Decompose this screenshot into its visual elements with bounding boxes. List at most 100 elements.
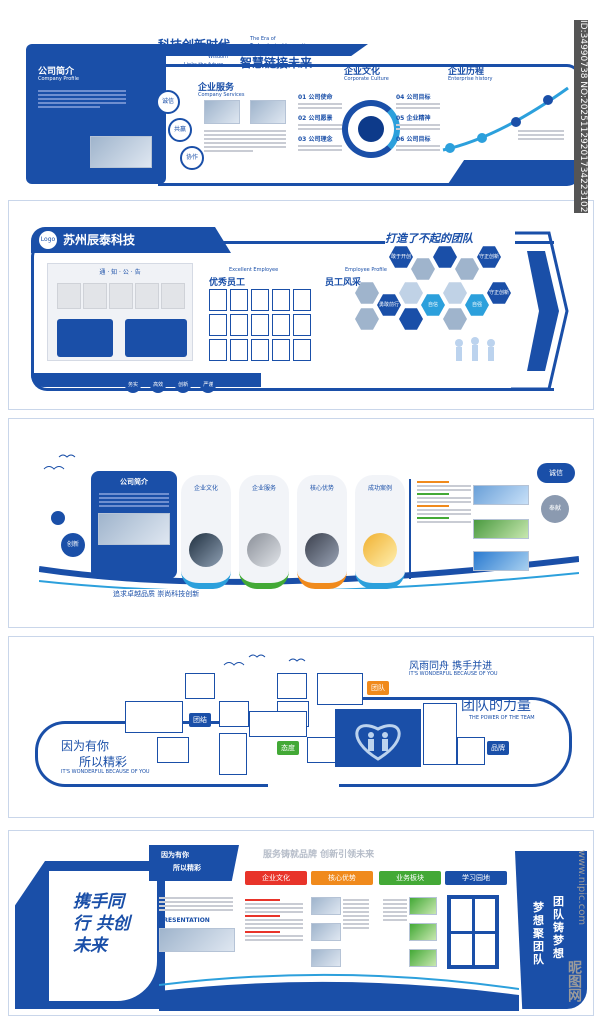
- column-photo: [409, 923, 437, 941]
- notice-slot: [83, 283, 107, 309]
- section-title: 企业文化: [193, 485, 218, 492]
- value-badge: 高效: [150, 377, 167, 393]
- photo-frame: [157, 737, 189, 763]
- label-attitude: 态度: [277, 741, 299, 755]
- right-blue-block: [515, 851, 587, 1009]
- notice-slot: [161, 283, 185, 309]
- notice-title: 通 · 知 · 公 · 告: [99, 269, 141, 276]
- style-en: Employee Profile: [345, 267, 387, 273]
- profile-title: 公司简介: [38, 67, 75, 77]
- heart-family-icon: [355, 724, 401, 761]
- column-photo: [311, 923, 341, 941]
- hex-photo: [433, 246, 457, 268]
- birds-icon: [223, 654, 306, 666]
- section-card-advantage: 核心优势: [297, 475, 347, 589]
- step-6: 06 公司目标: [396, 136, 431, 143]
- photo-frame: [219, 701, 249, 727]
- badge-xiezuo: 协作: [180, 146, 204, 170]
- hex-label: 自信: [421, 294, 445, 316]
- heart-panel: [335, 709, 421, 767]
- top-left-2: 所以精彩: [173, 864, 201, 872]
- wall-panel-3: 创新 公司简介 企业文化 企业服务 核心优势 成功案例 诚信 奉献 追求卓越品质…: [8, 418, 594, 628]
- services-photo-2: [250, 100, 286, 124]
- hex-photo: [355, 308, 379, 330]
- photo-frame: [307, 737, 337, 763]
- people-silhouette: [455, 337, 495, 361]
- right-slogan-1: 风雨同舟 携手并进: [409, 661, 493, 672]
- right-arc-frame: [339, 697, 572, 787]
- right-slogan-2: 团队铸梦想: [553, 895, 564, 960]
- hex-label: 守正创新: [477, 246, 501, 268]
- section-photo: [189, 533, 223, 567]
- badge-gongying: 共赢: [168, 118, 192, 142]
- profile-text: [38, 88, 126, 110]
- photo-frame: [457, 737, 485, 765]
- notice-grid-left: [57, 319, 113, 357]
- top-left-1: 因为有你: [161, 851, 189, 859]
- slogan-main: 科技创新时代: [158, 38, 231, 52]
- right-slogan-1-en: IT'S WONDERFUL BECAUSE OF YOU: [409, 671, 498, 677]
- section-card-service: 企业服务: [239, 475, 289, 589]
- steps-left: 01 公司使命 02 公司愿景 03 公司理念: [298, 92, 342, 153]
- tab-advantage: 核心优势: [311, 871, 373, 885]
- notice-grid-right: [125, 319, 187, 357]
- history-title: 企业历程: [448, 67, 485, 77]
- left-white-card: [49, 871, 157, 1001]
- step-5: 05 企业精神: [396, 115, 431, 122]
- blue-dot: [51, 511, 65, 525]
- right-slogan-1: 梦想聚团队: [533, 901, 544, 966]
- frame-arrow: [511, 231, 569, 391]
- section-title: 成功案例: [367, 485, 392, 492]
- badge-chengxin: 诚信: [156, 90, 180, 114]
- label-unity: 团结: [189, 713, 211, 727]
- company-name: 苏州辰泰科技: [63, 233, 136, 247]
- slogan-sub-en-1: Wisdom: [208, 54, 228, 60]
- services-en: Company Services: [198, 92, 245, 98]
- side-id-watermark: ID:34990738 NO:20251129201734223102: [574, 20, 588, 213]
- right-slogan-2: 团队的力量: [461, 698, 531, 714]
- wall-panel-4: 因为有你 所以精彩 IT'S WONDERFUL BECAUSE OF YOU …: [8, 636, 594, 818]
- label-brand: 品牌: [487, 741, 509, 755]
- birds-icon: [43, 454, 76, 470]
- culture-column: [245, 897, 303, 943]
- column-photo: [409, 897, 437, 915]
- profile-photo: [90, 136, 152, 168]
- wave-bottom: [159, 973, 519, 1011]
- photo-frame: [423, 703, 457, 765]
- hex-photo: [443, 282, 467, 304]
- team-slogan-banner: 打造了不起的团队: [385, 227, 515, 247]
- hex-photo: [455, 258, 479, 280]
- services-text: [204, 128, 286, 154]
- template-card: PRESENTATION: [159, 895, 237, 975]
- hex-label: 敢于开创: [389, 246, 413, 268]
- left-slogan-2: 所以精彩: [79, 755, 128, 769]
- value-badge: 严谨: [200, 377, 217, 393]
- hex-label: 守正创新: [487, 282, 511, 304]
- photo-frame: [219, 733, 247, 775]
- profile-card-photo: [98, 513, 170, 545]
- label-team: 团队: [367, 681, 389, 695]
- value-badge: 创新: [175, 377, 192, 393]
- template-photo: [159, 928, 235, 952]
- site-watermark: www.nipic.com: [576, 850, 587, 926]
- slogan-en-1: The Era of: [250, 36, 276, 42]
- tab-learning: 学习园地: [445, 871, 507, 885]
- photo-frame: [125, 701, 183, 733]
- column-photo: [311, 949, 341, 967]
- culture-en: Corporate Culture: [344, 76, 389, 82]
- advantage-column: [343, 897, 369, 931]
- board-photo: [473, 485, 529, 505]
- panel3-slogan: 追求卓越品质 崇尚科技创新: [113, 590, 200, 598]
- innovate-badge: 创新: [61, 533, 85, 557]
- section-title: 核心优势: [309, 485, 334, 492]
- board-photo: [473, 519, 529, 539]
- right-slogan-2-en: THE POWER OF THE TEAM: [469, 715, 535, 721]
- left-slogan: 携手同行 共创未来: [73, 892, 130, 956]
- slogan-sub-en-2: Links the future: [184, 62, 224, 68]
- hex-photo: [355, 282, 379, 304]
- slogan-sub: 智慧链接未来: [240, 56, 313, 70]
- left-slogan-1: 因为有你: [61, 739, 110, 753]
- board-photo: [473, 551, 529, 571]
- services-photo-1: [204, 100, 240, 124]
- section-title: 企业服务: [251, 485, 276, 492]
